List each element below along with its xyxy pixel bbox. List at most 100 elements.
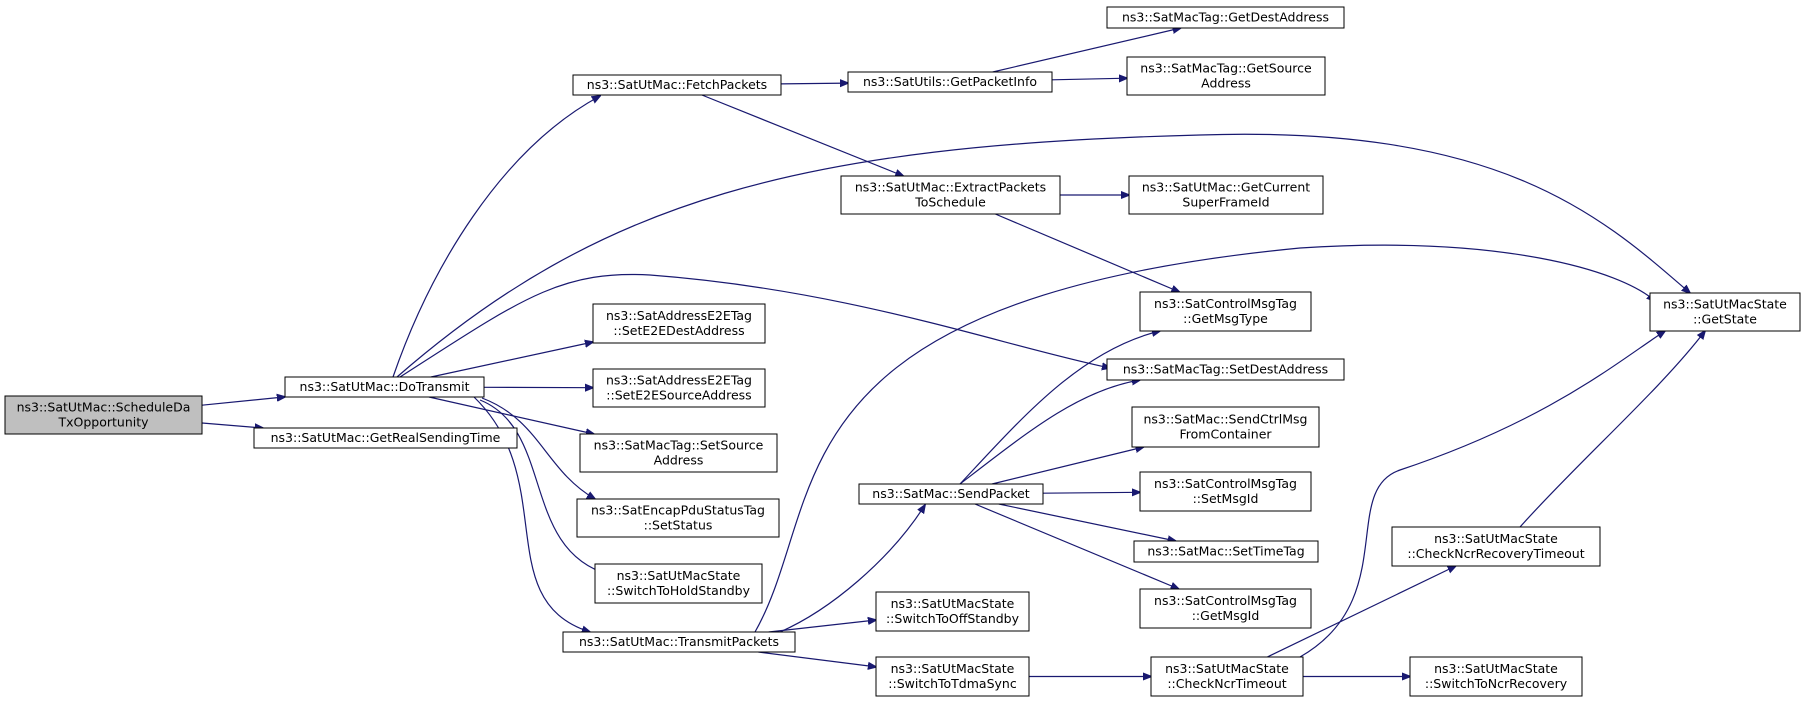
edge-arrow xyxy=(992,28,1181,73)
node-getMsgType[interactable]: ns3::SatControlMsgTag::GetMsgType xyxy=(1139,291,1312,332)
node-setMsgId[interactable]: ns3::SatControlMsgTag::SetMsgId xyxy=(1139,471,1312,512)
node-setStatus[interactable]: ns3::SatEncapPduStatusTag::SetStatus xyxy=(576,498,780,538)
node-getState[interactable]: ns3::SatUtMacState::GetState xyxy=(1649,292,1801,332)
edge-doTransmit-to-switchToHoldStandby xyxy=(479,399,610,575)
edge-doTransmit-to-setE2EDest xyxy=(430,342,593,378)
edge-arrow xyxy=(392,96,600,378)
edge-getPacketInfo-to-getSourceAddress xyxy=(1051,78,1127,80)
node-box xyxy=(1409,656,1583,697)
edge-doTransmit-to-setSourceAddress xyxy=(428,396,594,434)
node-label-line: ns3::SatUtMacState xyxy=(891,661,1015,676)
edge-arrow xyxy=(768,620,876,633)
node-label-line: ::SwitchToOffStandby xyxy=(886,611,1020,626)
node-label-line: ns3::SatUtMacState xyxy=(1165,661,1289,676)
edge-arrow xyxy=(779,505,925,633)
node-box xyxy=(284,376,485,398)
node-setE2ESource[interactable]: ns3::SatAddressE2ETag::SetE2ESourceAddre… xyxy=(592,368,766,408)
node-label-line: ns3::SatUtMacState xyxy=(891,596,1015,611)
node-getPacketInfo[interactable]: ns3::SatUtils::GetPacketInfo xyxy=(847,71,1053,93)
edge-doTransmit-to-fetchPackets xyxy=(392,96,600,378)
node-label-line: ::SwitchToNcrRecovery xyxy=(1425,676,1568,691)
edge-checkNcrTimeout-to-checkNcrRecovery xyxy=(1267,566,1455,658)
node-switchToHoldStandby[interactable]: ns3::SatUtMacState::SwitchToHoldStandby xyxy=(594,563,763,604)
node-label-line: ::GetMsgType xyxy=(1183,311,1268,326)
node-box xyxy=(1150,656,1304,697)
edge-checkNcrTimeout-to-getState xyxy=(1299,331,1665,658)
edge-transmitPackets-to-switchToTdmaSync xyxy=(758,651,876,667)
edge-arrow xyxy=(974,503,1179,589)
edge-arrow xyxy=(1299,331,1665,658)
node-box xyxy=(1126,56,1326,96)
node-box xyxy=(858,483,1044,505)
node-transmitPackets[interactable]: ns3::SatUtMac::TransmitPackets xyxy=(562,631,796,653)
edge-sendPacket-to-sendCtrlMsg xyxy=(991,447,1144,485)
node-label-line: ns3::SatControlMsgTag xyxy=(1154,296,1297,311)
edge-arrow xyxy=(995,213,1179,292)
node-label-line: FromContainer xyxy=(1179,427,1272,442)
node-box xyxy=(1139,588,1312,629)
node-label-line: ::GetState xyxy=(1693,312,1757,327)
edge-arrow xyxy=(998,503,1176,541)
node-label-line: ns3::SatEncapPduStatusTag xyxy=(591,503,765,518)
node-label-line: ns3::SatMac::SendPacket xyxy=(872,486,1030,501)
edge-checkNcrRecovery-to-getState xyxy=(1519,331,1705,528)
edge-arrow xyxy=(201,422,263,428)
node-label-line: ::CheckNcrRecoveryTimeout xyxy=(1407,546,1584,561)
node-getRealSendingTime[interactable]: ns3::SatUtMac::GetRealSendingTime xyxy=(253,427,518,449)
node-box xyxy=(875,591,1030,632)
node-box xyxy=(562,631,796,653)
node-label-line: ToSchedule xyxy=(914,195,986,210)
edge-root-to-doTransmit xyxy=(201,397,285,406)
node-switchToOffStandby[interactable]: ns3::SatUtMacState::SwitchToOffStandby xyxy=(875,591,1030,632)
edge-arrow xyxy=(1519,331,1705,528)
node-checkNcrRecovery[interactable]: ns3::SatUtMacState::CheckNcrRecoveryTime… xyxy=(1391,526,1601,567)
node-setDestAddress[interactable]: ns3::SatMacTag::SetDestAddress xyxy=(1106,358,1345,381)
node-label-line: SuperFrameId xyxy=(1182,195,1269,210)
node-switchToNcrRecovery[interactable]: ns3::SatUtMacState::SwitchToNcrRecovery xyxy=(1409,656,1583,697)
edge-sendPacket-to-setDestAddress xyxy=(959,380,1140,485)
edge-doTransmit-to-setDestAddress xyxy=(399,273,1110,378)
edge-arrow xyxy=(959,331,1160,485)
node-setE2EDest[interactable]: ns3::SatAddressE2ETag::SetE2EDestAddress xyxy=(592,303,766,344)
node-box xyxy=(253,427,518,449)
node-checkNcrTimeout[interactable]: ns3::SatUtMacState::CheckNcrTimeout xyxy=(1150,656,1304,697)
node-box xyxy=(576,498,780,538)
node-label-line: ::SetE2EDestAddress xyxy=(613,323,744,338)
node-label-line: ns3::SatAddressE2ETag xyxy=(606,308,752,323)
node-box xyxy=(579,433,778,473)
edge-arrow xyxy=(428,396,594,434)
node-getDestAddress[interactable]: ns3::SatMacTag::GetDestAddress xyxy=(1106,6,1345,29)
node-label-line: ns3::SatUtMacState xyxy=(1434,531,1558,546)
node-label-line: ns3::SatMacTag::SetSource xyxy=(594,438,764,453)
edge-arrow xyxy=(396,133,1690,378)
node-doTransmit[interactable]: ns3::SatUtMac::DoTransmit xyxy=(284,376,485,398)
node-fetchPackets[interactable]: ns3::SatUtMac::FetchPackets xyxy=(572,74,782,96)
edge-sendPacket-to-getMsgType xyxy=(959,331,1160,485)
edge-transmitPackets-to-switchToOffStandby xyxy=(768,620,876,633)
node-switchToTdmaSync[interactable]: ns3::SatUtMacState::SwitchToTdmaSync xyxy=(875,656,1030,697)
node-sendPacket[interactable]: ns3::SatMac::SendPacket xyxy=(858,483,1044,505)
node-label-line: ::SetMsgId xyxy=(1193,491,1259,506)
node-label-line: ns3::SatMac::SetTimeTag xyxy=(1147,544,1304,559)
node-label-line: ns3::SatUtils::GetPacketInfo xyxy=(863,74,1037,89)
edge-arrow xyxy=(780,83,848,84)
node-setTimeTag[interactable]: ns3::SatMac::SetTimeTag xyxy=(1133,540,1319,563)
node-box xyxy=(1139,291,1312,332)
node-label-line: ns3::SatUtMac::GetCurrent xyxy=(1142,180,1310,195)
edge-transmitPackets-to-sendPacket xyxy=(779,505,925,633)
edge-transmitPackets-to-getState xyxy=(754,244,1655,633)
edge-arrow xyxy=(430,342,593,378)
node-box xyxy=(840,175,1061,215)
node-label-line: ns3::SatUtMacState xyxy=(617,568,741,583)
node-getMsgId[interactable]: ns3::SatControlMsgTag::GetMsgId xyxy=(1139,588,1312,629)
node-label-line: TxOpportunity xyxy=(57,415,149,430)
edge-arrow xyxy=(201,397,285,406)
node-box xyxy=(1391,526,1601,567)
